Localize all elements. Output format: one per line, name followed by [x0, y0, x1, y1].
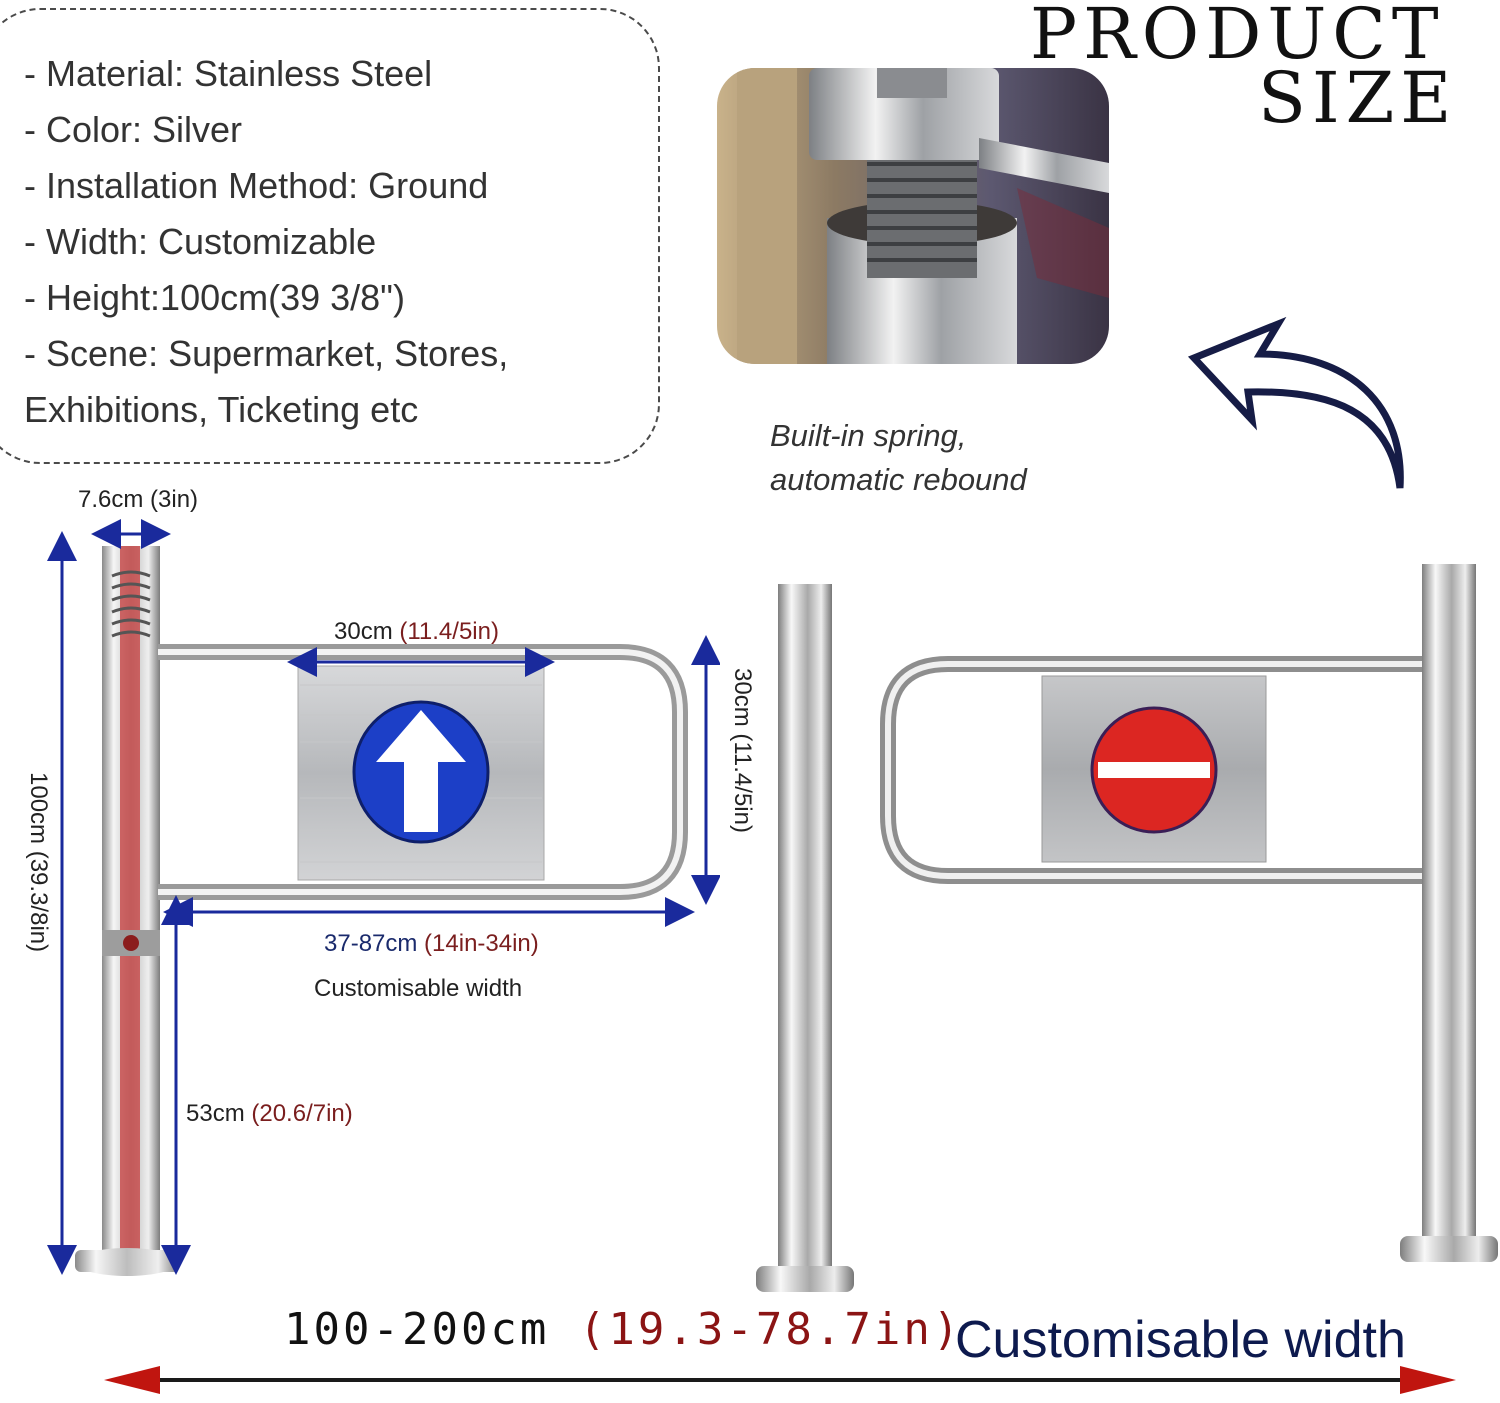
- arm-height-label: 53cm (20.6/7in): [186, 1100, 353, 1128]
- total-width-metric: 100-200cm: [284, 1304, 550, 1355]
- arm-length-metric: 37-87cm: [324, 930, 418, 957]
- spec-color: - Color: Silver: [24, 109, 243, 150]
- left-gate-drawing: [47, 519, 720, 1276]
- arm-height-imperial: (20.6/7in): [251, 1100, 353, 1127]
- no-entry-sign-icon: [1090, 706, 1218, 834]
- curved-arrow-icon: [1187, 316, 1404, 489]
- page-title-line1: PRODUCT: [1030, 0, 1445, 75]
- post-diameter-label: 7.6cm (3in): [78, 486, 198, 514]
- up-arrow-sign-icon: [352, 700, 490, 844]
- spec-installation: - Installation Method: Ground: [24, 165, 489, 206]
- post-height-metric: 100cm: [25, 772, 52, 845]
- total-width-imperial: (19.3-78.7in): [578, 1304, 963, 1355]
- spec-scene-cont: Exhibitions, Ticketing etc: [24, 389, 419, 430]
- spec-scene: - Scene: Supermarket, Stores,: [24, 333, 509, 374]
- photo-caption-line1: Built-in spring,: [770, 418, 967, 453]
- photo-caption-line2: automatic rebound: [770, 462, 1027, 497]
- right-gate-drawing: [756, 564, 1498, 1292]
- post-diameter-metric: 7.6cm: [78, 486, 144, 513]
- arm-height-metric: 53cm: [186, 1100, 245, 1127]
- spec-material: - Material: Stainless Steel: [24, 53, 433, 94]
- post-height-label: 100cm (39.3/8in): [24, 772, 52, 952]
- panel-width-metric: 30cm: [334, 618, 393, 645]
- page-title-line2: SIZE: [1258, 57, 1458, 139]
- post-diameter-imperial: (3in): [150, 486, 199, 513]
- arm-length-label: 37-87cm (14in-34in): [324, 930, 539, 958]
- arm-length-imperial: (14in-34in): [424, 930, 539, 957]
- panel-width-label: 30cm (11.4/5in): [334, 618, 499, 646]
- panel-width-imperial: (11.4/5in): [399, 618, 499, 645]
- spec-height: - Height:100cm(39 3/8"): [24, 277, 405, 318]
- spring-photo: [717, 68, 1109, 364]
- total-width-label: 100-200cm (19.3-78.7in): [284, 1304, 962, 1355]
- spec-box: [0, 8, 660, 464]
- total-width-arrow: [104, 1366, 1456, 1394]
- arm-length-note: Customisable width: [314, 975, 523, 1002]
- post-height-imperial: (39.3/8in): [25, 850, 52, 953]
- spec-width: - Width: Customizable: [24, 221, 377, 262]
- total-width-note: Customisable width: [955, 1311, 1406, 1369]
